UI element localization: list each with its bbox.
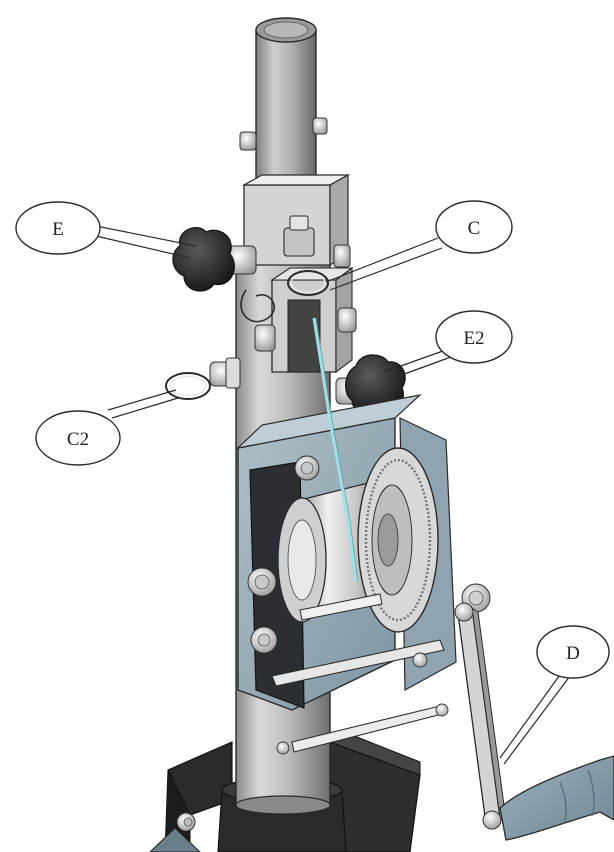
callout-e2: E2: [435, 310, 513, 364]
winch-assembly: [236, 394, 491, 755]
winch-cable-edge: [315, 317, 359, 583]
callout-c: C: [435, 200, 513, 254]
crank-handle: [454, 602, 614, 841]
callout-d: D: [536, 625, 610, 679]
ring-pin-c: [287, 270, 329, 296]
callout-d-label: D: [566, 643, 580, 664]
ring-pin-c2: [165, 357, 241, 400]
callout-e2-label: E2: [463, 328, 484, 349]
locking-knob-e: [172, 227, 257, 292]
winch-cable: [312, 317, 358, 583]
leader-lines: [95, 225, 571, 765]
retaining-wire: [240, 289, 275, 323]
callout-e-label: E: [52, 219, 64, 240]
callout-e: E: [15, 201, 101, 255]
callout-c2: C2: [35, 410, 121, 466]
callout-c2-label: C2: [67, 429, 89, 450]
callout-c-label: C: [468, 218, 481, 239]
